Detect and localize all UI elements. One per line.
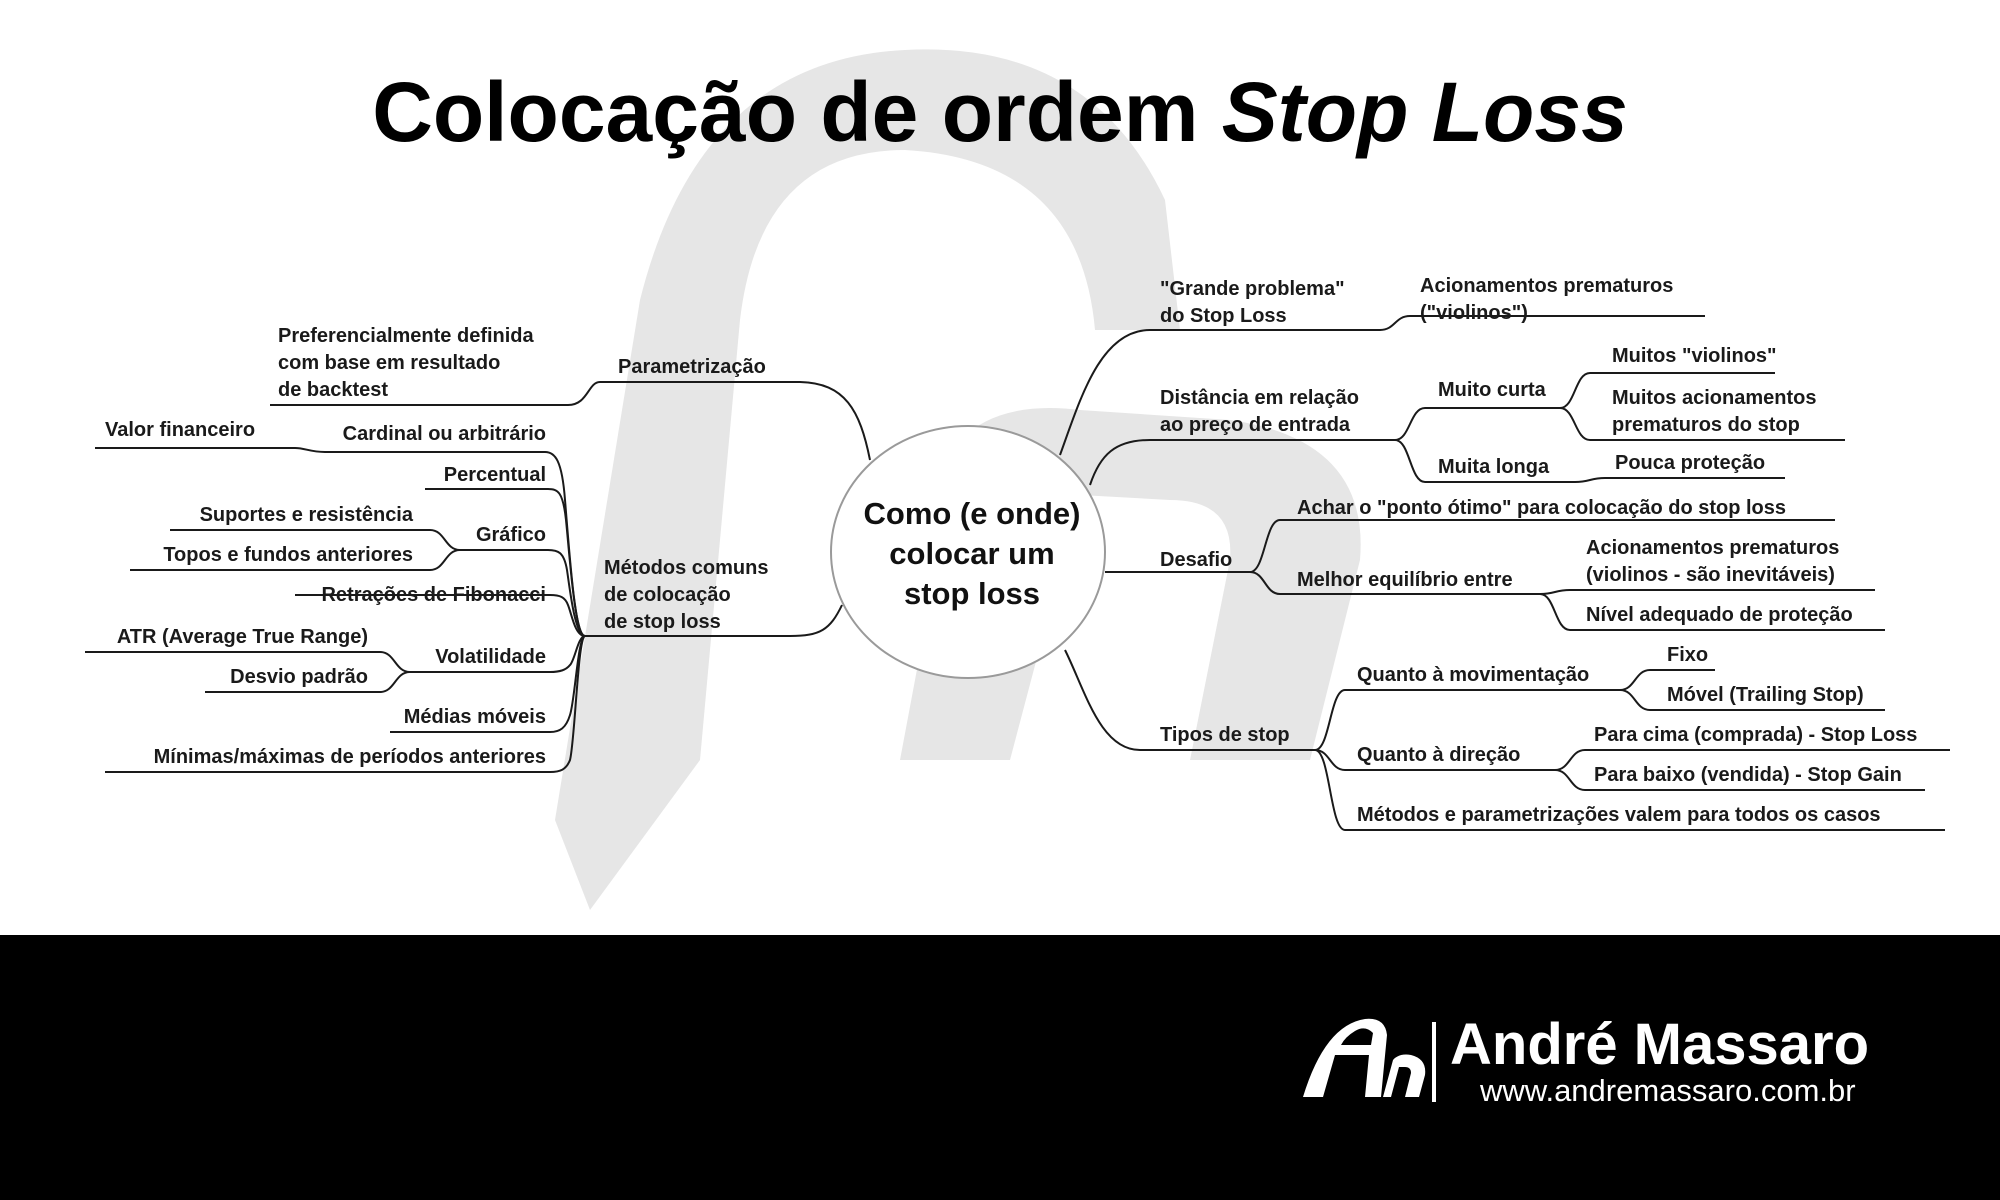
node-muitos-acionamentos-line-2: prematuros do stop xyxy=(1612,414,1800,436)
node-atr: ATR (Average True Range) xyxy=(117,626,368,648)
node-muita-longa: Muita longa xyxy=(1438,456,1550,478)
node-desafio: Desafio xyxy=(1160,549,1232,571)
am-logo-icon xyxy=(1303,1018,1426,1097)
node-acionamentos-line-1: Acionamentos prematuros xyxy=(1420,275,1673,297)
node-direcao: Quanto à direção xyxy=(1357,744,1520,766)
node-para-cima: Para cima (comprada) - Stop Loss xyxy=(1594,724,1917,746)
node-parametrizacao-detail-1: Preferencialmente definida xyxy=(278,325,535,347)
node-suportes: Suportes e resistência xyxy=(200,504,414,526)
node-grande-problema-line-2: do Stop Loss xyxy=(1160,305,1287,327)
mind-map: Como (e onde) colocar um stop loss Param… xyxy=(85,275,1950,831)
node-metodos-line-1: Métodos comuns xyxy=(604,557,768,579)
node-melhor: Melhor equilíbrio entre xyxy=(1297,569,1513,591)
node-metodos-todos: Métodos e parametrizações valem para tod… xyxy=(1357,804,1881,826)
node-parametrizacao-detail-2: com base em resultado xyxy=(278,352,500,374)
node-grafico: Gráfico xyxy=(476,524,546,546)
node-muitos-acionamentos-line-1: Muitos acionamentos xyxy=(1612,387,1816,409)
node-metodos-line-2: de colocação xyxy=(604,584,731,606)
node-distancia-line-2: ao preço de entrada xyxy=(1160,414,1351,436)
node-grande-problema-line-1: "Grande problema" xyxy=(1160,278,1345,300)
title-italic: Stop Loss xyxy=(1221,65,1628,159)
node-movel: Móvel (Trailing Stop) xyxy=(1667,684,1864,706)
node-muitos-violinos: Muitos "violinos" xyxy=(1612,345,1777,367)
node-volatilidade: Volatilidade xyxy=(435,646,546,668)
node-pouca-protecao: Pouca proteção xyxy=(1615,452,1765,474)
node-percentual: Percentual xyxy=(444,464,546,486)
node-topos: Topos e fundos anteriores xyxy=(163,544,413,566)
node-distancia-line-1: Distância em relação xyxy=(1160,387,1359,409)
node-valor-financeiro: Valor financeiro xyxy=(105,419,255,441)
node-cardinal: Cardinal ou arbitrário xyxy=(343,423,546,445)
node-fibonacci: Retrações de Fibonacci xyxy=(321,584,546,606)
node-parametrizacao-detail-3: de backtest xyxy=(278,379,388,401)
center-line-2: colocar um xyxy=(889,536,1054,571)
node-nivel: Nível adequado de proteção xyxy=(1586,604,1853,626)
node-tipos: Tipos de stop xyxy=(1160,724,1290,746)
node-acionamentos-line-2: ("violinos") xyxy=(1420,302,1528,324)
node-metodos-line-3: de stop loss xyxy=(604,611,721,633)
title-main: Colocação de ordem xyxy=(372,65,1222,159)
node-desafio-acionamentos-line-2: (violinos - são inevitáveis) xyxy=(1586,564,1835,586)
node-medias: Médias móveis xyxy=(404,706,546,728)
node-muito-curta: Muito curta xyxy=(1438,379,1547,401)
node-achar: Achar o "ponto ótimo" para colocação do … xyxy=(1297,497,1786,519)
node-desafio-acionamentos-line-1: Acionamentos prematuros xyxy=(1586,537,1839,559)
page-title: Colocação de ordem Stop Loss xyxy=(0,62,2000,162)
node-movimentacao: Quanto à movimentação xyxy=(1357,664,1589,686)
footer-bar xyxy=(0,935,2000,1200)
node-minimas: Mínimas/máximas de períodos anteriores xyxy=(154,746,546,768)
node-parametrizacao: Parametrização xyxy=(618,356,766,378)
center-line-1: Como (e onde) xyxy=(864,496,1081,531)
node-fixo: Fixo xyxy=(1667,644,1708,666)
node-para-baixo: Para baixo (vendida) - Stop Gain xyxy=(1594,764,1902,786)
brand-url: www.andremassaro.com.br xyxy=(1480,1073,1856,1108)
center-line-3: stop loss xyxy=(904,576,1040,611)
brand-name: André Massaro xyxy=(1450,1012,1870,1077)
logo-divider xyxy=(1432,1022,1436,1102)
node-desvio: Desvio padrão xyxy=(230,666,368,688)
